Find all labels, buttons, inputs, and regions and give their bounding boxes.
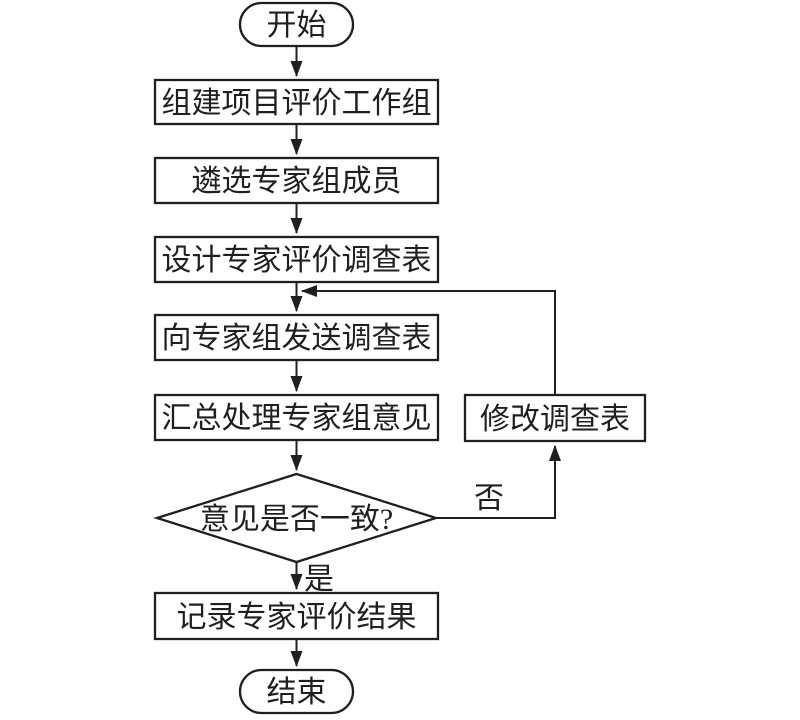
decision-diamond-shape: [153, 472, 440, 564]
node-step5-label: 汇总处理专家组意见: [162, 402, 432, 435]
node-decision-label: 意见是否一致?: [200, 503, 393, 536]
start-terminator-shape: [238, 1, 355, 48]
step4-process-shape: [153, 313, 440, 362]
node-step5: 汇总处理专家组意见: [153, 393, 440, 442]
step1-process-shape: [153, 78, 440, 126]
edge-decision-no-to-revise: [436, 445, 561, 519]
node-revise: 修改调查表: [463, 393, 647, 443]
node-step3: 设计专家评价调查表: [153, 235, 440, 284]
node-step1-label: 组建项目评价工作组: [162, 87, 432, 120]
node-step4-label: 向专家组发送调查表: [162, 322, 432, 355]
node-step3-label: 设计专家评价调查表: [162, 244, 432, 277]
node-end: 结束: [238, 668, 355, 715]
node-start: 开始: [238, 1, 355, 48]
edge-revise-loop-to-step4: [301, 285, 556, 395]
node-step1: 组建项目评价工作组: [153, 78, 440, 126]
edge-label-no: 否: [474, 482, 504, 515]
edges: [290, 46, 561, 667]
node-step6-label: 记录专家评价结果: [177, 601, 417, 634]
step2-process-shape: [153, 156, 440, 205]
node-step2-label: 遴选专家组成员: [192, 165, 402, 198]
step5-process-shape: [153, 393, 440, 442]
revise-process-shape: [463, 393, 647, 443]
node-decision: 意见是否一致?: [153, 472, 440, 564]
node-step2: 遴选专家组成员: [153, 156, 440, 205]
node-step4: 向专家组发送调查表: [153, 313, 440, 362]
node-start-label: 开始: [267, 9, 327, 42]
end-terminator-shape: [238, 668, 355, 715]
step6-process-shape: [153, 591, 440, 641]
node-revise-label: 修改调查表: [480, 403, 630, 436]
node-step6: 记录专家评价结果: [153, 591, 440, 641]
node-end-label: 结束: [267, 676, 327, 709]
edge-label-yes: 是: [304, 563, 334, 596]
step3-process-shape: [153, 235, 440, 284]
